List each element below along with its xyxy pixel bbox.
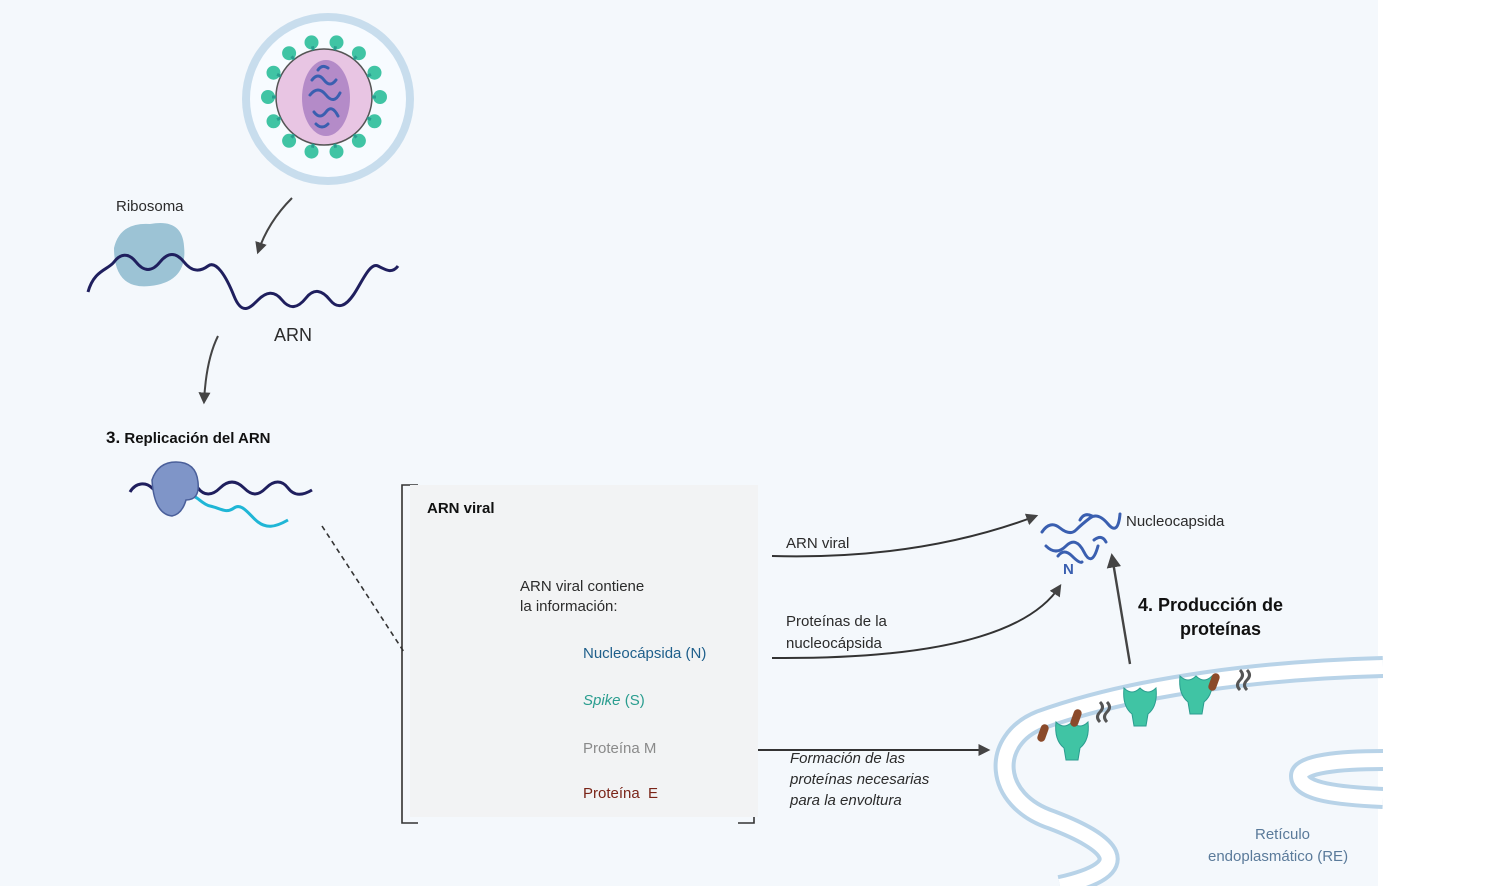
gene-m-label: Proteína M xyxy=(583,740,657,757)
virus-spike-stem xyxy=(333,143,338,149)
mrna-strand xyxy=(86,253,400,310)
new-rna-strand xyxy=(184,494,289,528)
virus-spike xyxy=(373,90,387,104)
nucleocapsid-label: Nucleocapsida xyxy=(1126,513,1225,530)
arrow-viral-rna-label: ARN viral xyxy=(786,535,850,552)
er-e-protein xyxy=(1037,724,1049,742)
virus-spike xyxy=(329,35,344,50)
virus-spike-stem xyxy=(366,116,372,121)
virus-spike-stem xyxy=(290,55,296,61)
contains-line2: la información: xyxy=(520,598,618,615)
er-lumen xyxy=(997,660,1384,886)
nucleocapsid-complex-icon xyxy=(1040,512,1122,564)
gene-n-label: Nucleocápsida (N) xyxy=(583,645,707,662)
step4-line1: 4. Producción de xyxy=(1138,595,1284,615)
virus-spike xyxy=(367,114,382,129)
step3-text: Replicación del ARN xyxy=(124,430,271,447)
virus-spike-stem xyxy=(290,133,296,139)
er-spike-protein xyxy=(1123,686,1157,727)
coronavirus-icon xyxy=(242,13,414,185)
ribosome-label: Ribosoma xyxy=(116,198,184,215)
virus-spike xyxy=(329,144,344,159)
virus-spike xyxy=(304,144,319,159)
er-lumen-inner xyxy=(1292,753,1384,805)
er-e-protein xyxy=(1070,709,1082,727)
zoom-connector xyxy=(321,525,405,653)
entry-arrow xyxy=(255,197,293,255)
er-m-protein xyxy=(1243,668,1251,692)
nucleocapsid-proteins-label-1: Proteínas de la xyxy=(786,613,887,630)
er-proteins xyxy=(1037,668,1251,761)
virus-spike-stem xyxy=(310,143,315,149)
nucleocapsid-proteins-label-2: nucleocápsida xyxy=(786,635,882,652)
virus-spike-stem xyxy=(366,73,372,78)
envelope-label-1: Formación de las xyxy=(790,750,906,767)
virus-spike-stem xyxy=(310,45,315,51)
virus-spike-stem xyxy=(333,45,338,51)
step4-line2: proteínas xyxy=(1180,619,1262,639)
er-label-1: Retículo xyxy=(1255,826,1311,843)
envelope-label-3: para la envoltura xyxy=(790,792,902,809)
arrow-protein-production xyxy=(1106,553,1132,665)
er-label-2: endoplasmático (RE) xyxy=(1208,848,1349,865)
virus-spike xyxy=(266,65,281,80)
envelope-label-2: proteínas necesarias xyxy=(790,771,930,788)
step3-number: 3. xyxy=(106,428,121,447)
virus-spike-stem xyxy=(276,73,282,78)
viral-rna-info-box xyxy=(410,485,758,817)
polymerase-shape xyxy=(151,461,199,517)
virus-spike xyxy=(304,35,319,50)
gene-s-label: Spike (S) xyxy=(583,692,645,710)
replication-arrow xyxy=(198,335,219,405)
er-m-protein xyxy=(1236,668,1244,692)
virus-spike xyxy=(367,65,382,80)
step3-title: 3. Replicación del ARN xyxy=(106,428,271,448)
virus-spike xyxy=(266,114,281,129)
right-margin xyxy=(1383,0,1500,886)
virus-spike-stem xyxy=(352,133,358,139)
gene-s-italic: Spike xyxy=(583,692,621,709)
nucleocapsid-letter: N xyxy=(1063,561,1074,578)
info-box-title: ARN viral xyxy=(427,500,495,517)
gene-s-suffix: (S) xyxy=(620,692,645,709)
contains-line1: ARN viral contiene xyxy=(520,578,645,595)
arrow-viral-rna xyxy=(771,513,1039,558)
arrow-nucleocapsid-proteins xyxy=(771,583,1062,660)
virus-spike-stem xyxy=(276,116,282,121)
ribosome-shape xyxy=(114,222,185,287)
er-m-protein xyxy=(1096,700,1104,724)
virus-spike xyxy=(261,90,275,104)
gene-e-label: Proteína E xyxy=(583,785,659,802)
rna-label: ARN xyxy=(274,325,313,345)
er-e-protein xyxy=(1208,673,1220,691)
virus-spike-stem xyxy=(352,55,358,61)
er-m-protein xyxy=(1103,700,1111,724)
er-spike-protein xyxy=(1055,720,1089,761)
